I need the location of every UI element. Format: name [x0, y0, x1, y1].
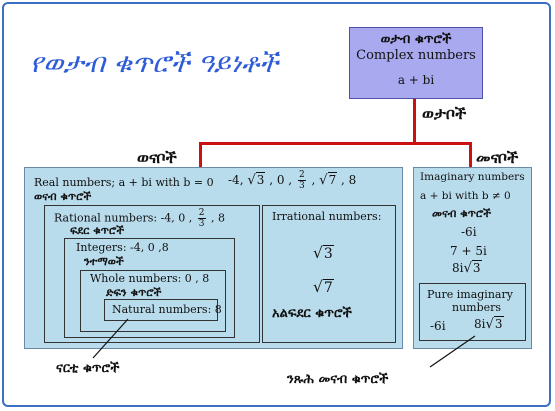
callout-right-line: [429, 335, 476, 368]
complex-numbers-english: Complex numbers: [356, 48, 476, 63]
whole-numbers-english: Whole numbers: 0 , 8: [90, 272, 210, 285]
connector-right-drop: [469, 142, 472, 168]
real-example-comma: ,: [311, 173, 316, 187]
real-example-minus4: -4,: [228, 173, 244, 187]
real-example-8: , 8: [341, 173, 357, 187]
real-example-zero: , 0 ,: [269, 173, 293, 187]
natural-numbers-box: [104, 299, 218, 321]
natural-numbers-english: Natural numbers: 8: [112, 303, 222, 316]
pure-imaginary-example-1: -6i: [430, 319, 446, 333]
irrational-sqrt3: √3: [313, 244, 334, 262]
callout-left-label: ናርቲ ቁጥሮች: [56, 361, 120, 376]
left-branch-label: ወናቦች: [137, 148, 177, 167]
complex-numbers-expression: a + bi: [397, 73, 435, 87]
connector-vertical-root: [413, 99, 416, 144]
real-numbers-panel: [24, 167, 403, 349]
rational-tail: , 8: [211, 211, 226, 225]
imaginary-example-1: -6i: [461, 225, 477, 239]
rational-numbers-amharic: ፍደር ቁጥሮች: [70, 224, 125, 237]
rational-text: Rational numbers: -4, 0 ,: [54, 211, 193, 225]
imaginary-condition: a + bi with b ≠ 0: [420, 190, 511, 202]
real-numbers-amharic: ወናብ ቁጥሮች: [34, 190, 92, 203]
rational-numbers-box: [44, 205, 260, 343]
imaginary-example-3: 8i√3: [452, 260, 482, 276]
real-example-sqrt7: √7: [319, 172, 338, 188]
pure-imaginary-english-2: numbers: [452, 301, 502, 314]
irrational-numbers-box: [262, 205, 396, 343]
imaginary-numbers-english: Imaginary numbers: [420, 171, 525, 183]
pure-imaginary-english-1: Pure imaginary: [427, 288, 513, 301]
imaginary-numbers-panel: [413, 167, 532, 349]
pure-imaginary-example-2: 8i√3: [474, 316, 504, 332]
complex-numbers-amharic: ወታብ ቁጥሮች: [380, 32, 452, 47]
integers-amharic: ንተማወች: [84, 255, 124, 268]
integers-box: [64, 238, 235, 338]
pure-imaginary-box: [419, 283, 526, 341]
irrational-numbers-amharic: አልፍደር ቁጥሮች: [272, 306, 352, 321]
imaginary-numbers-amharic: መናብ ቁጥሮች: [432, 207, 492, 220]
integers-english: Integers: -4, 0 ,8: [76, 241, 169, 254]
outer-frame: [2, 2, 551, 407]
callout-right-label: ንጹሕ መናብ ቁጥሮች: [287, 372, 389, 387]
whole-numbers-box: [80, 270, 226, 332]
real-example-sqrt3: √3: [247, 172, 266, 188]
connector-left-drop: [199, 142, 202, 168]
irrational-numbers-english: Irrational numbers:: [272, 210, 382, 223]
irrational-sqrt7: √7: [313, 278, 334, 296]
real-numbers-english: Real numbers; a + bi with b = 0: [34, 176, 214, 189]
edge-label: ወታቦች: [422, 104, 467, 123]
complex-numbers-box: ወታብ ቁጥሮች Complex numbers a + bi: [349, 27, 483, 99]
imaginary-example-2: 7 + 5i: [450, 244, 487, 258]
connector-horizontal: [200, 142, 472, 145]
callout-left-line: [92, 318, 129, 359]
whole-numbers-amharic: ድፍን ቁጥሮች: [106, 286, 162, 299]
page-title: የወታብ ቁጥሮች ዓይነቶች: [30, 48, 279, 79]
right-branch-label: መናቦች: [476, 148, 519, 167]
